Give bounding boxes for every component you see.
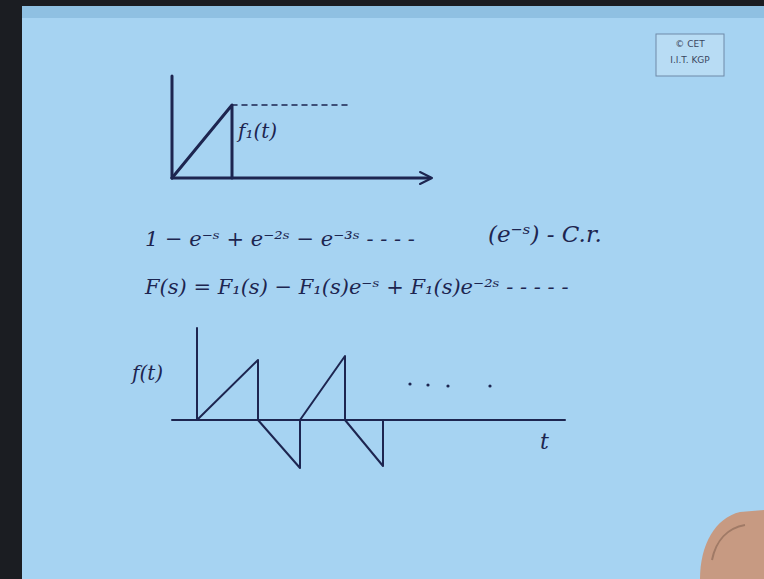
logo-text: © CET [675,40,704,50]
axis-label: t [540,430,549,454]
paper-sheet [22,6,764,579]
hand-crease [712,525,745,560]
transform-expression: F(s) = F₁(s) − F₁(s)e⁻ˢ + F₁(s)e⁻²ˢ - - … [145,276,568,299]
axis-label: f(t) [132,362,163,384]
logo-text: I.I.T. KGP [670,56,710,66]
ratio-note: (e⁻ˢ) - C.r. [488,222,602,247]
paper-edge [22,6,764,18]
logo-frame [656,34,724,76]
presenter-hand [700,510,764,579]
series-expression: 1 − e⁻ˢ + e⁻²ˢ − e⁻³ˢ - - - - [145,228,415,251]
ramp-graph [172,76,432,184]
function-label: f₁(t) [238,120,277,142]
sawtooth-graph [172,328,565,468]
continuation-dots [408,382,491,387]
